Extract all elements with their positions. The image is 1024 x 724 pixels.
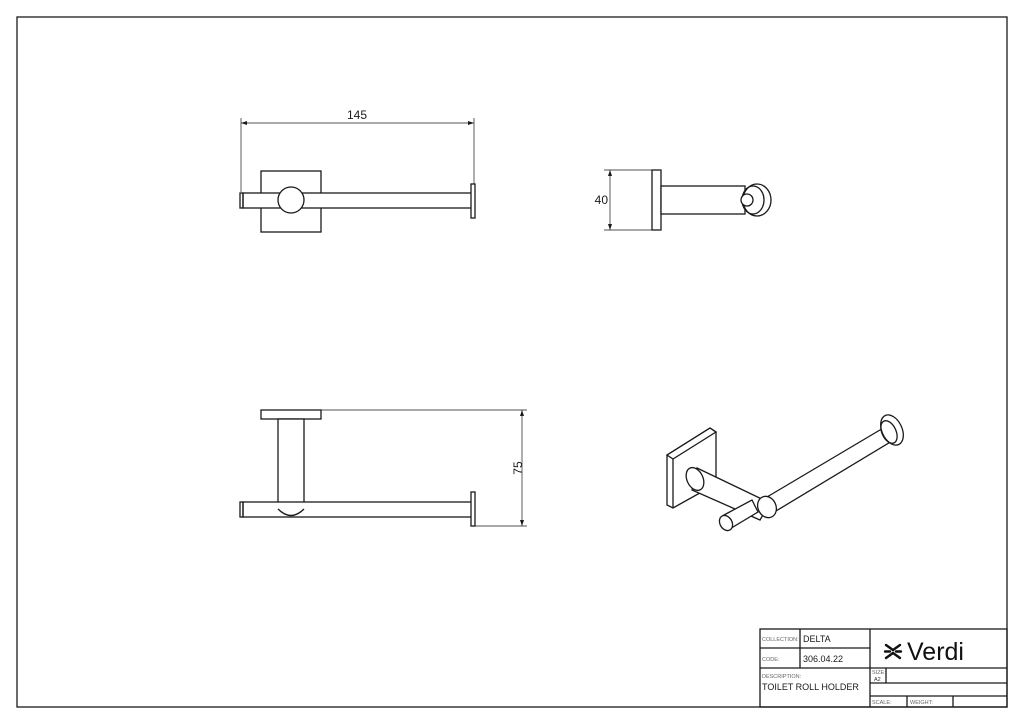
collection-label: COLLECTION: xyxy=(762,637,799,643)
dimension-depth: 75 xyxy=(511,461,525,475)
dimension-width: 145 xyxy=(347,108,367,122)
code-value: 306.04.22 xyxy=(803,654,843,664)
title-block: COLLECTION: DELTA CODE: 306.04.22 DESCRI… xyxy=(759,628,1008,708)
scale-label: SCALE: xyxy=(872,700,892,706)
size-value: A2 xyxy=(874,677,881,683)
dimension-height: 40 xyxy=(595,193,609,207)
drawing-frame xyxy=(16,16,1008,708)
verdi-logo-icon xyxy=(883,643,903,660)
size-label: SIZE: xyxy=(872,670,886,676)
weight-label: WEIGHT: xyxy=(910,700,933,706)
side-view: 40 xyxy=(595,169,772,231)
code-label: CODE: xyxy=(762,657,780,663)
collection-value: DELTA xyxy=(803,634,831,644)
isometric-view xyxy=(665,414,904,532)
description-label: DESCRIPTION: xyxy=(762,674,802,680)
top-view: 75 xyxy=(239,409,527,527)
brand-logo: Verdi xyxy=(907,638,964,666)
description-value: TOILET ROLL HOLDER xyxy=(762,682,859,692)
front-view: 145 xyxy=(239,108,476,233)
